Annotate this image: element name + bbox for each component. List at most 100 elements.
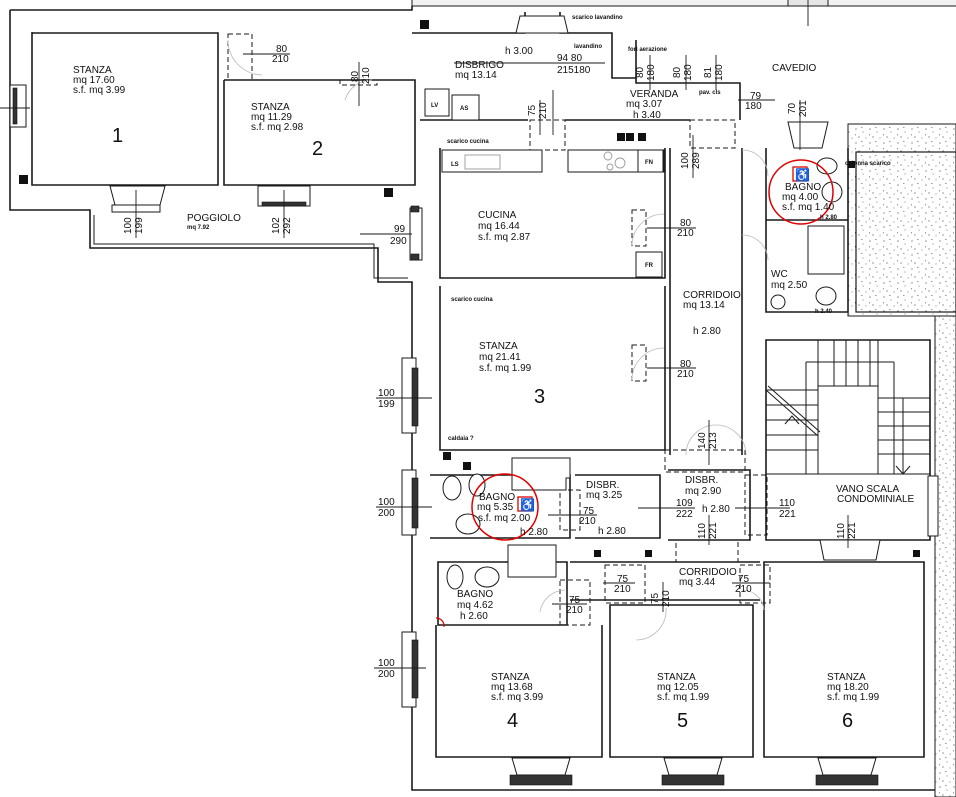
- building-outline: [9, 6, 935, 791]
- svg-text:♿: ♿: [520, 498, 535, 512]
- svg-text:110: 110: [779, 498, 795, 509]
- room-stanza-4[interactable]: STANZA mq 13.68 s.f. mq 3.99 4: [491, 672, 544, 732]
- room-cucina[interactable]: CUCINA mq 16.44 s.f. mq 2.87: [478, 210, 531, 243]
- svg-text:♿: ♿: [795, 168, 810, 182]
- shower-bagno1: [807, 225, 845, 275]
- room-stanza-1[interactable]: STANZA mq 17.60 s.f. mq 3.99 1: [73, 65, 126, 147]
- svg-text:80: 80: [635, 66, 646, 78]
- room-name: DISBRIGO: [455, 60, 504, 71]
- appliance-as: AS: [460, 106, 468, 112]
- room-cavedio[interactable]: CAVEDIO: [772, 63, 816, 74]
- svg-text:180: 180: [646, 64, 657, 81]
- svg-text:221: 221: [847, 522, 858, 539]
- room-name: BAGNO: [479, 492, 515, 503]
- room-area: mq 16.44: [478, 221, 520, 232]
- svg-text:80: 80: [680, 218, 692, 229]
- svg-text:110: 110: [836, 523, 847, 539]
- window-bagno1-north: [787, 121, 829, 149]
- room-disbrigo[interactable]: DISBRIGO mq 13.14 h 3.00: [455, 46, 533, 81]
- bidet-bagno2: [468, 473, 486, 497]
- room-sf: s.f. mq 1.99: [657, 692, 710, 703]
- room-number: 2: [312, 138, 323, 160]
- svg-text:100: 100: [378, 658, 395, 669]
- room-sf: s.f. mq 3.99: [491, 692, 544, 703]
- room-vano-scala[interactable]: VANO SCALA CONDOMINIALE: [836, 484, 915, 505]
- svg-text:222: 222: [676, 509, 693, 520]
- room-number: 1: [112, 125, 123, 147]
- oven: [637, 149, 664, 173]
- room-name-2: CONDOMINIALE: [837, 494, 915, 505]
- appliance-fr: FR: [645, 263, 654, 269]
- room-height: h 2.80: [520, 527, 548, 538]
- svg-text:81: 81: [703, 66, 714, 78]
- room-name: VERANDA: [630, 89, 679, 100]
- window-stanza6-south: [815, 757, 879, 786]
- sink-bagno3: [474, 566, 500, 588]
- room-number: 3: [534, 386, 545, 408]
- dryer: [451, 94, 480, 121]
- room-height: h 2.60: [460, 611, 488, 622]
- room-sf: s.f. mq 2.87: [478, 232, 531, 243]
- svg-text:292: 292: [282, 217, 293, 234]
- room-disbr-1[interactable]: DISBR. mq 3.25 h 2.80: [586, 480, 626, 537]
- svg-text:199: 199: [134, 217, 145, 234]
- room-bagno-1[interactable]: BAGNO mq 4.00 s.f. mq 1.40 h 2.80: [782, 182, 838, 221]
- exterior-hatch: [847, 123, 956, 797]
- washing-machine: [424, 88, 450, 117]
- neighbor-building-top: [411, 0, 956, 26]
- bathtub-bagno2: [511, 457, 571, 491]
- room-wc[interactable]: WC mq 2.50 h 2.40: [771, 269, 833, 315]
- svg-text:109: 109: [676, 498, 693, 509]
- svg-text:210: 210: [361, 67, 372, 84]
- room-area: mq 3.07: [626, 99, 663, 110]
- svg-text:80: 80: [672, 66, 683, 78]
- svg-text:100: 100: [378, 388, 395, 399]
- svg-text:140: 140: [697, 432, 708, 449]
- annotation-scarico-cucina: scarico cucina: [447, 139, 489, 145]
- svg-text:80: 80: [276, 44, 288, 55]
- room-name: STANZA: [251, 102, 290, 113]
- svg-text:80: 80: [350, 70, 361, 82]
- room-name: CORRIDOIO: [683, 290, 741, 301]
- room-stanza-6[interactable]: STANZA mq 18.20 s.f. mq 1.99 6: [827, 672, 880, 732]
- svg-text:110: 110: [697, 523, 708, 539]
- room-area: mq 3.25: [586, 490, 623, 501]
- room-area: mq 2.50: [771, 280, 808, 291]
- room-area: mq 3.44: [679, 577, 716, 588]
- room-veranda[interactable]: VERANDA mq 3.07 h 3.40: [626, 89, 679, 121]
- windows: [0, 15, 939, 786]
- room-name: WC: [771, 269, 788, 280]
- room-sf: s.f. mq 1.99: [827, 692, 880, 703]
- window-disbrigo-north: [515, 15, 569, 34]
- annotation-caldaia: caldaia ?: [448, 436, 474, 442]
- room-disbr-2[interactable]: DISBR. mq 2.90 h 2.80: [685, 475, 730, 515]
- room-sf: s.f. mq 2.00: [478, 513, 531, 524]
- fridge: [635, 251, 663, 278]
- room-bagno-2[interactable]: BAGNO mq 5.35 s.f. mq 2.00 h 2.80: [477, 492, 548, 538]
- room-name: STANZA: [657, 672, 696, 683]
- room-height: h 2.80: [820, 215, 838, 221]
- room-bagno-3[interactable]: BAGNO mq 4.62 h 2.60: [457, 589, 494, 622]
- room-stanza-3[interactable]: STANZA mq 21.41 s.f. mq 1.99 3: [479, 341, 545, 408]
- room-poggiolo[interactable]: POGGIOLO mq 7.92: [187, 213, 241, 231]
- svg-text:199: 199: [378, 399, 395, 410]
- room-stanza-5[interactable]: STANZA mq 12.05 s.f. mq 1.99 5: [657, 672, 710, 732]
- room-sf: s.f. mq 2.98: [251, 122, 304, 133]
- room-number: 6: [842, 710, 853, 732]
- svg-text:100: 100: [680, 152, 691, 169]
- window-bagno2: [401, 469, 419, 536]
- room-stanza-2[interactable]: STANZA mq 11.29 s.f. mq 2.98 2: [251, 102, 323, 160]
- room-name: BAGNO: [457, 589, 493, 600]
- room-corridoio-2[interactable]: CORRIDOIO mq 3.44: [679, 567, 737, 588]
- room-corridoio-1[interactable]: CORRIDOIO mq 13.14 h 2.80: [683, 290, 741, 337]
- annotation-colonna-scarico: colonna scarico: [845, 161, 891, 167]
- svg-text:200: 200: [378, 508, 395, 519]
